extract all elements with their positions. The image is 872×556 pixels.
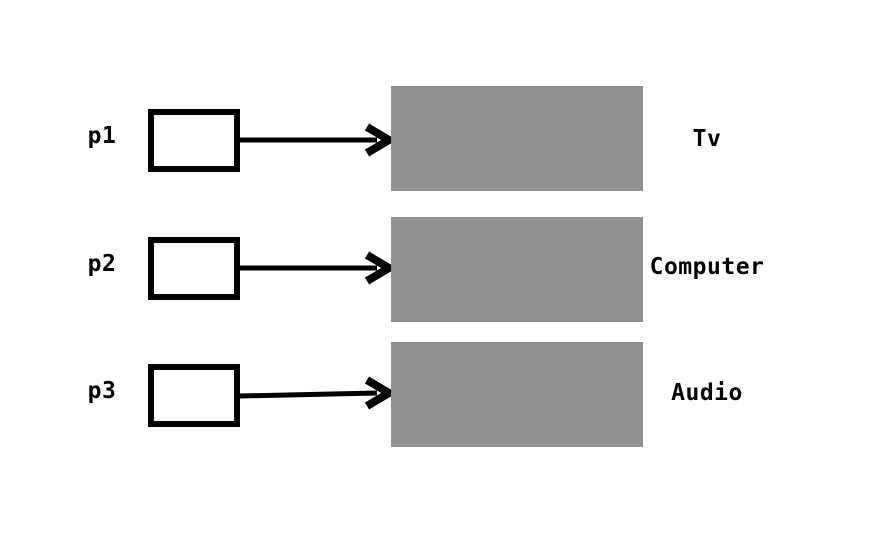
pointer-box-p1 bbox=[148, 109, 240, 172]
target-rect-tv bbox=[391, 86, 643, 191]
target-label-tv: Tv bbox=[692, 126, 722, 152]
pointer-box-p2 bbox=[148, 237, 240, 300]
pointer-box-p3 bbox=[148, 364, 240, 427]
target-rect-computer bbox=[391, 217, 643, 322]
pointer-label-p3: p3 bbox=[87, 378, 117, 404]
target-label-computer: Computer bbox=[649, 254, 765, 280]
target-rect-audio bbox=[391, 342, 643, 447]
pointer-label-p2: p2 bbox=[87, 251, 117, 277]
arrow-icon-p1-to-tv bbox=[240, 123, 397, 157]
arrow-icon-p2-to-computer bbox=[240, 251, 397, 285]
pointer-label-p1: p1 bbox=[87, 123, 117, 149]
target-label-audio: Audio bbox=[671, 380, 743, 406]
arrow-icon-p3-to-audio bbox=[239, 376, 397, 410]
